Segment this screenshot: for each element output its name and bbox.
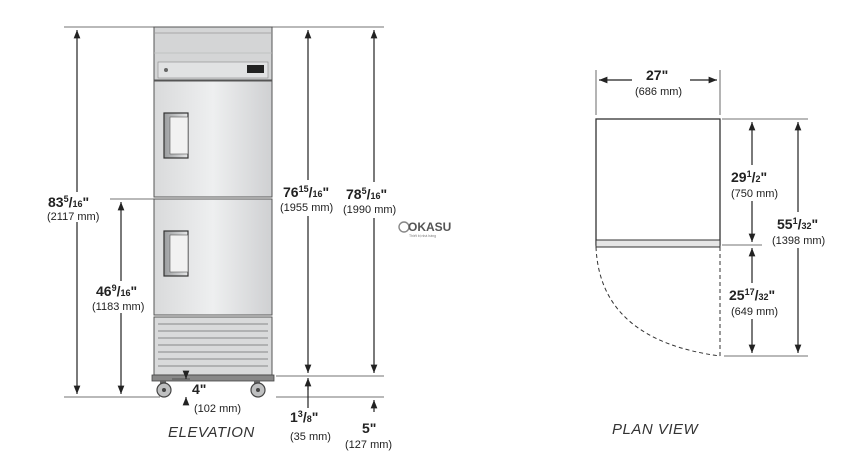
dimension-caster-offset: 5" (127 mm) xyxy=(345,400,392,451)
plan-view xyxy=(595,118,721,357)
louvered-grill xyxy=(153,316,273,376)
dimension-plan-width: 27" (686 mm) xyxy=(599,66,717,98)
svg-text:291/2": 291/2" xyxy=(731,169,767,185)
svg-text:(1955 mm): (1955 mm) xyxy=(280,202,333,214)
dimension-door-swing: 2517/32" (649 mm) xyxy=(724,247,788,353)
dimension-base-gap: 13/8" (35 mm) xyxy=(290,378,331,443)
door-swing-arc xyxy=(595,246,721,357)
svg-text:785/16": 785/16" xyxy=(346,186,387,202)
caster-right xyxy=(250,381,266,398)
svg-text:7615/16": 7615/16" xyxy=(283,184,329,200)
svg-text:551/32": 551/32" xyxy=(777,216,818,232)
svg-text:OKASU: OKASU xyxy=(408,220,451,234)
svg-text:(1398 mm): (1398 mm) xyxy=(772,235,825,247)
svg-text:469/16": 469/16" xyxy=(96,283,137,299)
svg-text:(649 mm): (649 mm) xyxy=(731,306,778,318)
svg-text:(1990 mm): (1990 mm) xyxy=(343,204,396,216)
refrigerator-elevation xyxy=(151,26,275,398)
svg-text:(1183 mm): (1183 mm) xyxy=(92,301,144,313)
svg-text:13/8": 13/8" xyxy=(290,409,318,425)
dimension-cabinet-height: 7615/16" (1955 mm) xyxy=(278,30,342,373)
plan-extension-lines xyxy=(595,70,808,357)
svg-text:5": 5" xyxy=(362,420,376,436)
temperature-display xyxy=(247,65,264,73)
svg-text:(2117 mm): (2117 mm) xyxy=(47,211,99,223)
elevation-title: ELEVATION xyxy=(168,424,255,441)
elevation-extension-lines xyxy=(64,26,384,398)
caster-left xyxy=(156,381,172,398)
power-indicator-icon xyxy=(164,68,168,72)
svg-text:(750 mm): (750 mm) xyxy=(731,188,778,200)
control-strip xyxy=(157,61,269,79)
svg-text:(35 mm): (35 mm) xyxy=(290,431,331,443)
dimension-caster-height: 4" (102 mm) xyxy=(172,370,241,415)
svg-text:(127 mm): (127 mm) xyxy=(345,439,392,451)
dimension-plan-depth: 291/2" (750 mm) xyxy=(726,122,784,242)
dimension-body-height: 785/16" (1990 mm) xyxy=(342,30,404,373)
svg-text:27": 27" xyxy=(646,67,668,83)
lower-door xyxy=(153,198,273,316)
plan-view-title: PLAN VIEW xyxy=(612,421,700,438)
svg-text:(102 mm): (102 mm) xyxy=(194,403,241,415)
base-rail xyxy=(151,374,275,382)
brand-logo-icon xyxy=(398,221,410,233)
plan-door-panel xyxy=(595,239,721,248)
svg-text:2517/32": 2517/32" xyxy=(729,287,775,303)
brand-watermark: OKASU Thiết bị nhà hàng xyxy=(398,220,451,238)
dimension-overall-height: 835/16" (2117 mm) xyxy=(46,30,110,394)
svg-text:(686 mm): (686 mm) xyxy=(635,86,682,98)
svg-text:835/16": 835/16" xyxy=(48,194,89,210)
svg-text:4": 4" xyxy=(192,381,206,397)
plan-cabinet-outline xyxy=(595,118,721,246)
dimension-plan-total-depth: 551/32" (1398 mm) xyxy=(770,122,834,353)
dimension-lower-height: 469/16" (1183 mm) xyxy=(92,202,152,394)
svg-text:Thiết bị nhà hàng: Thiết bị nhà hàng xyxy=(409,234,436,238)
